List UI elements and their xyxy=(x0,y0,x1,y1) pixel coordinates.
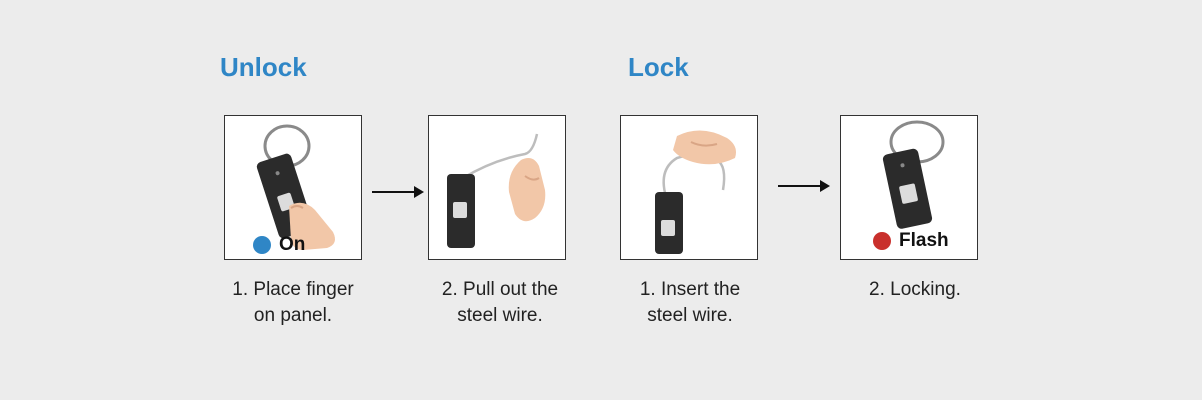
caption-pull-wire: 2. Pull out the steel wire. xyxy=(400,277,600,329)
caption-line: 1. Insert the xyxy=(639,279,741,300)
caption-locking: 2. Locking. xyxy=(815,277,1015,303)
caption-insert-wire: 1. Insert the steel wire. xyxy=(590,277,790,329)
indicator-on-label: On xyxy=(279,234,306,255)
indicator-flash: Flash xyxy=(873,230,949,252)
step-image-place-finger: On xyxy=(224,115,362,260)
red-status-dot xyxy=(873,232,891,250)
caption-line: 1. Place finger xyxy=(232,279,354,300)
caption-place-finger: 1. Place finger on panel. xyxy=(193,277,393,329)
lock-heading: Lock xyxy=(628,52,689,82)
unlock-heading: Unlock xyxy=(220,52,307,82)
padlock-wire-illustration xyxy=(447,133,546,248)
right-arrow-icon xyxy=(778,180,830,192)
padlock-locked-illustration xyxy=(882,120,945,229)
padlock-finger-illustration xyxy=(256,124,335,250)
step-image-locking: Flash xyxy=(840,115,978,260)
caption-line: steel wire. xyxy=(647,305,733,326)
padlock-insert-illustration xyxy=(655,130,736,254)
step-image-pull-wire xyxy=(428,115,566,260)
blue-status-dot xyxy=(253,236,271,254)
caption-line: on panel. xyxy=(253,305,333,326)
indicator-flash-label: Flash xyxy=(899,230,949,251)
caption-line: 2. Locking. xyxy=(869,279,961,300)
right-arrow-icon xyxy=(372,186,424,198)
step-image-insert-wire xyxy=(620,115,758,260)
caption-line: steel wire. xyxy=(457,305,543,326)
indicator-on: On xyxy=(253,234,305,256)
caption-line: 2. Pull out the xyxy=(441,279,559,300)
